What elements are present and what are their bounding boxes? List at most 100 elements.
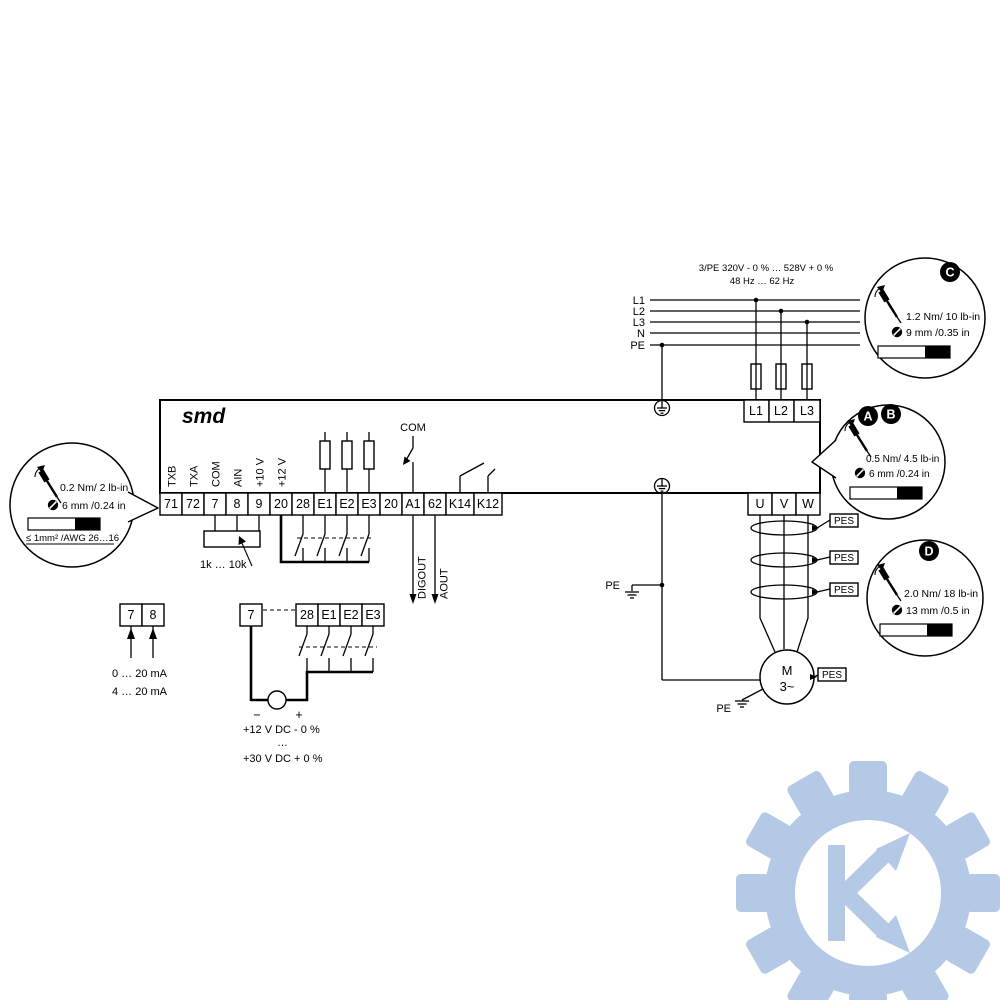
terminal-label: E1 (317, 497, 332, 511)
signal-label-ain: AIN (233, 469, 245, 487)
torque-spec: 2.0 Nm/ 18 lb-in (904, 588, 978, 600)
supply-line-label-n: N (637, 328, 645, 340)
terminal-label: 20 (274, 497, 288, 511)
wire-size-spec: ≤ 1mm² /AWG 26…16 (26, 533, 119, 544)
signal-label-txb: TXB (167, 466, 179, 487)
terminal-label: K12 (477, 497, 499, 511)
current-range-2: 4 … 20 mA (112, 686, 168, 698)
digital-output-symbol: COM (400, 422, 426, 493)
mains-supply-section: 3/PE 320V - 0 % … 528V + 0 % 48 Hz … 62 … (630, 263, 860, 400)
signal-label-10v: +10 V (255, 457, 267, 487)
supply-line-label-l2: L2 (633, 306, 645, 318)
screw-head-icon (890, 603, 904, 617)
wire-strip-icon (879, 623, 953, 637)
digital-input-switches (279, 515, 373, 564)
motor-pe-ground (734, 700, 750, 708)
mains-rating-line2: 48 Hz … 62 Hz (730, 276, 795, 287)
analog-digital-output-lines: DIGOUT AOUT (409, 515, 451, 604)
signal-label-txa: TXA (189, 465, 201, 487)
screw-head-icon (46, 498, 60, 512)
fuse-l3 (801, 363, 813, 390)
terminal-label: K14 (449, 497, 471, 511)
wire-strip-icon (849, 486, 923, 500)
pes-box (829, 550, 859, 565)
supply-line-label-pe: PE (630, 340, 645, 352)
terminal-label: 9 (256, 497, 263, 511)
signal-label-com: COM (211, 461, 223, 487)
pe-branch-label: PE (605, 580, 620, 592)
wire-strip-icon (27, 517, 101, 531)
motor-phases: 3~ (780, 679, 795, 694)
torque-spec: 0.2 Nm/ 2 lb-in (60, 482, 128, 494)
terminal-label: 7 (248, 608, 255, 622)
callout-ab-power-terminals: A B 0.5 Nm/ 4.5 lb-in 6 mm /0.24 in (811, 404, 946, 520)
digout-label: DIGOUT (417, 556, 429, 599)
strip-length-spec: 6 mm /0.24 in (869, 469, 930, 480)
potentiometer-value: 1k … 10k (200, 559, 247, 571)
strip-length-spec: 9 mm /0.35 in (906, 327, 970, 339)
badge-a (858, 406, 878, 426)
dc-plus-sign: + (295, 708, 302, 722)
callout-c-mains: C 1.2 Nm/ 10 lb-in 9 mm /0.35 in (864, 257, 986, 379)
aout-label: AOUT (439, 568, 451, 599)
terminal-label: 20 (384, 497, 398, 511)
current-range-1: 0 … 20 mA (112, 668, 168, 680)
supply-line-label-l1: L1 (633, 295, 645, 307)
pe-ground-branch (624, 591, 640, 599)
terminal-label: 71 (164, 497, 178, 511)
voltage-max-label: +30 V DC + 0 % (243, 753, 323, 765)
badge-d-letter: D (924, 545, 933, 559)
pes-box (829, 513, 859, 528)
badge-c-letter: C (945, 266, 954, 280)
callout-control-terminals: 0.2 Nm/ 2 lb-in 6 mm /0.24 in ≤ 1mm² /AW… (9, 442, 159, 568)
wire-strip-icon (877, 345, 951, 359)
dc-source-symbol (267, 690, 287, 710)
terminal-label: L3 (800, 404, 814, 418)
terminal-label: 62 (428, 497, 442, 511)
badge-b-letter: B (886, 408, 895, 422)
terminal-label: E2 (339, 497, 354, 511)
terminal-label: W (802, 497, 814, 511)
terminal-label: 8 (150, 608, 157, 622)
motor-output-terminals: U V W (747, 492, 821, 516)
fuse-l1 (750, 363, 762, 390)
terminal-label: 7 (128, 608, 135, 622)
screw-head-icon (853, 466, 867, 480)
digital-input-symbols (319, 432, 375, 493)
supply-line-label-l3: L3 (633, 317, 645, 329)
badge-b (881, 404, 901, 424)
pes-label: PES (834, 516, 854, 527)
badge-c (940, 262, 960, 282)
voltage-min-label: +12 V DC - 0 % (243, 724, 320, 736)
terminal-label: E3 (361, 497, 376, 511)
fuse-l2 (775, 363, 787, 390)
terminal-cell (473, 492, 503, 516)
terminal-label: L2 (774, 404, 788, 418)
motor-pe-label: PE (716, 703, 731, 715)
badge-a-letter: A (863, 410, 872, 424)
com-label: COM (400, 422, 426, 434)
watermark-k-shapes (828, 833, 910, 953)
current-input-group: 7 8 0 … 20 mA 4 … 20 mA (112, 603, 168, 698)
pes-label: PES (834, 585, 854, 596)
terminal-label: E2 (343, 608, 358, 622)
drive-logo: smd (182, 405, 226, 428)
watermark-gear-center (795, 820, 941, 966)
torque-spec: 0.5 Nm/ 4.5 lb-in (866, 454, 939, 465)
terminal-cell (793, 399, 821, 423)
terminal-label: U (755, 497, 764, 511)
terminal-label: 8 (234, 497, 241, 511)
screw-head-icon (890, 325, 904, 339)
drive-housing (159, 399, 821, 494)
terminal-label: E3 (365, 608, 380, 622)
pes-label: PES (834, 553, 854, 564)
terminal-label: A1 (405, 497, 420, 511)
potentiometer-symbol (203, 530, 261, 548)
torque-spec: 1.2 Nm/ 10 lb-in (906, 311, 980, 323)
terminal-label: V (780, 497, 789, 511)
watermark-logo (736, 761, 1000, 1000)
motor-letter: M (782, 663, 793, 678)
strip-length-spec: 6 mm /0.24 in (62, 500, 126, 512)
pes-box (817, 667, 847, 682)
